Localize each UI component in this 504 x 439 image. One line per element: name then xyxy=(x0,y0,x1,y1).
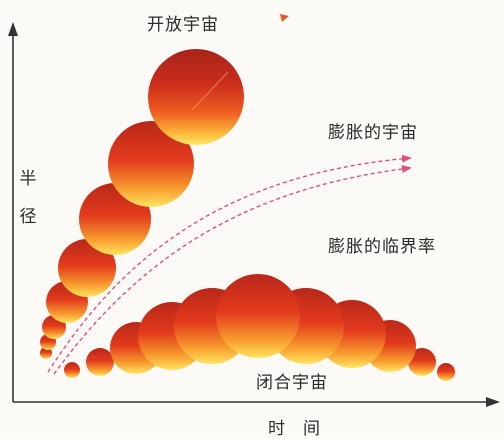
sphere-highlight-line xyxy=(191,71,229,111)
open-sphere-7 xyxy=(108,121,194,207)
closed-sphere-2 xyxy=(86,348,114,376)
closed-sphere-1 xyxy=(64,362,80,378)
open-sphere-8 xyxy=(148,49,244,145)
open-sphere-1 xyxy=(40,347,52,359)
closed-universe-spheres xyxy=(64,274,455,381)
critical-expansion-label: 膨胀的临界率 xyxy=(328,237,436,257)
open-sphere-5 xyxy=(58,239,116,297)
closed-sphere-4 xyxy=(408,348,436,376)
closed-sphere-5 xyxy=(437,363,455,381)
small-mark-icon xyxy=(280,14,289,22)
closed-sphere-11 xyxy=(216,274,300,358)
expansion-curves xyxy=(47,154,412,375)
open-universe-label: 开放宇宙 xyxy=(147,15,219,35)
expanding-universe-curve xyxy=(47,154,412,373)
open-universe-spheres xyxy=(40,49,244,359)
axes xyxy=(8,22,500,407)
expanding-universe-label: 膨胀的宇宙 xyxy=(328,123,418,143)
y-axis-label: 半径 xyxy=(19,169,37,227)
arrow-up-icon xyxy=(8,22,18,36)
closed-universe-label: 闭合宇宙 xyxy=(256,373,328,393)
arrow-right-icon xyxy=(486,397,500,407)
critical-rate-curve xyxy=(53,165,412,375)
x-axis-label: 时间 xyxy=(268,419,338,439)
